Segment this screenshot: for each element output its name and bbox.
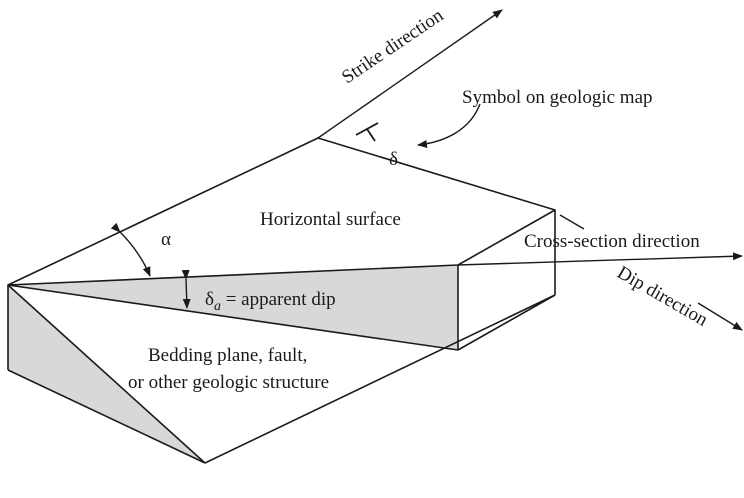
apparent-dip-face <box>8 265 458 350</box>
strike-direction-label: Strike direction <box>338 5 448 88</box>
delta-label: δ <box>389 149 398 170</box>
right-bottom-edge <box>204 294 556 464</box>
apparent-dip-symbol: δ <box>205 289 214 310</box>
apparent-dip-line <box>7 284 459 351</box>
dip-direction-arrow-lead <box>559 214 585 230</box>
bedding-plane-label-line2: or other geologic structure <box>128 372 329 393</box>
alpha-angle-arc <box>110 222 151 277</box>
alpha-label: α <box>161 229 171 250</box>
map-symbol-dip-tick <box>366 128 376 142</box>
dip-direction-label: Dip direction <box>614 262 712 331</box>
bedding-plane-label-line1: Bedding plane, fault, <box>148 345 307 366</box>
dip-direction-arrow <box>697 302 743 331</box>
map-symbol-callout <box>417 103 481 148</box>
right-face-diagonal <box>457 294 556 351</box>
apparent-dip-subscript: a <box>214 299 221 314</box>
block-outline <box>7 137 556 464</box>
apparent-dip-text: = apparent dip <box>221 289 336 310</box>
strike-direction-arrow <box>317 9 503 139</box>
apparent-dip-label: δa = apparent dip <box>205 289 336 314</box>
map-symbol-drawn <box>355 122 379 142</box>
apparent-dip-angle-indicator <box>181 269 191 309</box>
cross-section-direction-label: Cross-section direction <box>524 231 700 252</box>
front-bottom-edge <box>7 369 206 464</box>
symbol-on-map-label: Symbol on geologic map <box>462 87 653 108</box>
horizontal-surface-label: Horizontal surface <box>260 209 401 230</box>
cross-section-direction-arrow <box>457 252 743 266</box>
true-dip-line <box>7 284 206 464</box>
